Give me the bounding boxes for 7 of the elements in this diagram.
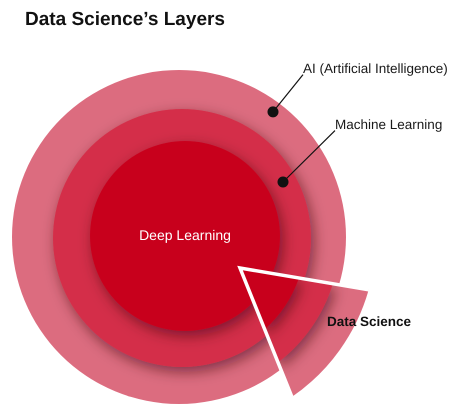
leader-line	[268, 74, 304, 118]
callout-label: Machine Learning	[335, 117, 442, 133]
title: Data Science’s Layers	[25, 8, 225, 32]
slice-label: Data Science	[327, 314, 412, 330]
callout-label: AI (Artificial Intelligence)	[303, 61, 448, 77]
circle-label: Deep Learning	[138, 227, 232, 243]
leader-line	[278, 130, 336, 188]
